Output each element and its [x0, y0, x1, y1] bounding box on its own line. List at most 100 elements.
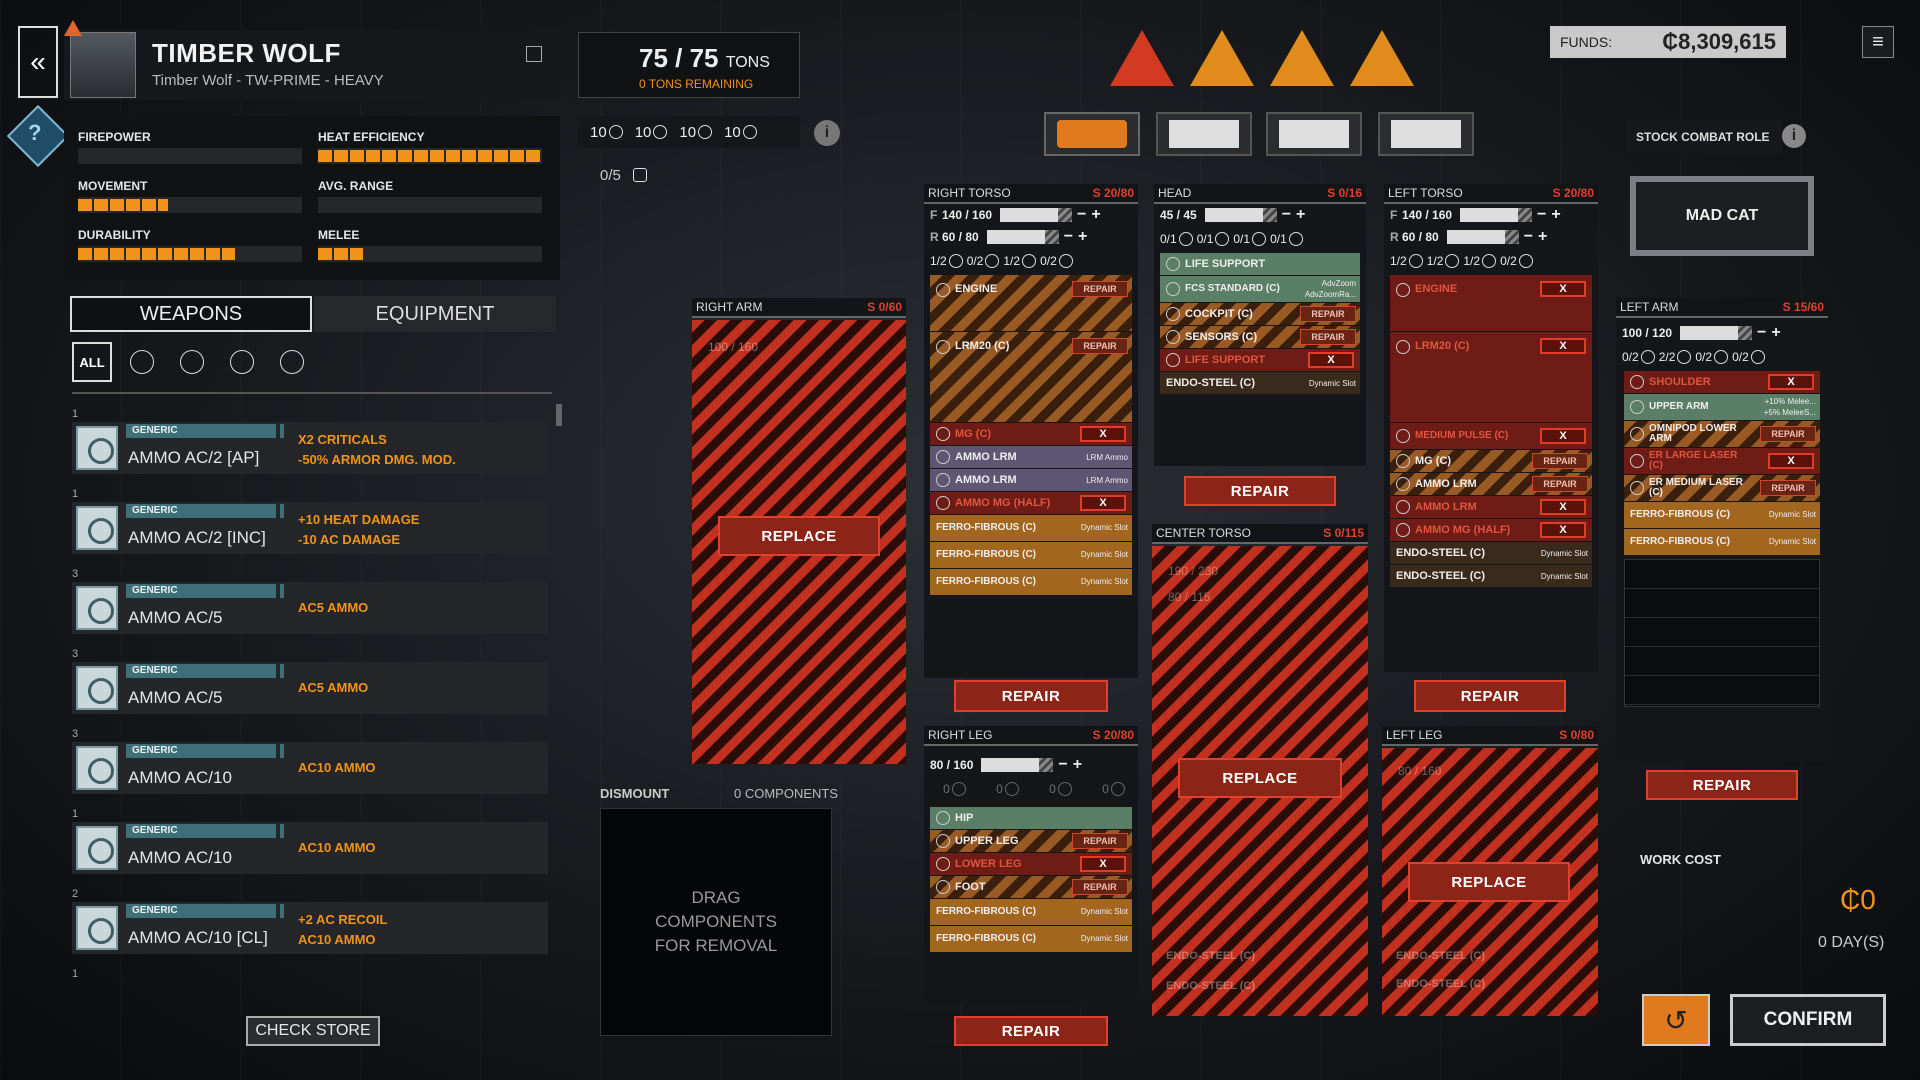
repair-button[interactable]: REPAIR	[1760, 480, 1816, 496]
component-ferro[interactable]: FERRO-FIBROUS (C)Dynamic Slot	[930, 926, 1132, 952]
plus-button[interactable]: +	[1091, 206, 1101, 223]
component-ferro[interactable]: FERRO-FIBROUS (C)Dynamic Slot	[930, 569, 1132, 595]
plus-button[interactable]: +	[1538, 228, 1548, 245]
edit-icon[interactable]	[526, 46, 542, 62]
component-er-medium-laser[interactable]: ER MEDIUM LASER (C)REPAIR	[1624, 475, 1820, 501]
remove-button[interactable]: X	[1540, 499, 1586, 515]
repair-button[interactable]: REPAIR	[1072, 338, 1128, 354]
rear-armor-bar[interactable]	[1446, 230, 1519, 244]
component-endo-steel[interactable]: ENDO-STEEL (C)Dynamic Slot	[1160, 372, 1360, 394]
filter-ballistic-icon[interactable]	[130, 350, 154, 374]
head-armor-bar[interactable]	[1204, 208, 1277, 222]
filter-missile-icon[interactable]	[230, 350, 254, 374]
filter-energy-icon[interactable]	[180, 350, 204, 374]
repair-button[interactable]: REPAIR	[1072, 879, 1128, 895]
filter-all[interactable]: ALL	[72, 342, 112, 382]
arm-armor-bar[interactable]	[1680, 326, 1753, 340]
plus-button[interactable]: +	[1072, 756, 1083, 773]
list-scrollbar[interactable]	[556, 404, 562, 426]
mode-repair-button[interactable]	[1044, 112, 1140, 156]
minus-button[interactable]: −	[1077, 206, 1087, 223]
minus-button[interactable]: −	[1757, 324, 1767, 341]
component-life-support[interactable]: LIFE SUPPORT	[1160, 253, 1360, 275]
plus-button[interactable]: +	[1771, 324, 1781, 341]
component-cockpit[interactable]: COCKPIT (C)REPAIR	[1160, 303, 1360, 325]
component-ferro[interactable]: FERRO-FIBROUS (C)Dynamic Slot	[930, 899, 1132, 925]
plus-button[interactable]: +	[1551, 206, 1561, 223]
repair-button[interactable]: REPAIR	[1300, 329, 1356, 345]
remove-button[interactable]: X	[1080, 426, 1126, 442]
lock-warning-icon[interactable]	[1270, 30, 1334, 86]
repair-button[interactable]: REPAIR	[1072, 833, 1128, 849]
plus-button[interactable]: +	[1296, 206, 1306, 223]
component-endo-steel[interactable]: ENDO-STEEL (C)Dynamic Slot	[1390, 542, 1592, 564]
remove-button[interactable]: X	[1308, 352, 1354, 368]
repair-warning-icon[interactable]	[1110, 30, 1174, 86]
replace-button[interactable]: REPLACE	[718, 516, 880, 556]
repair-right-leg-button[interactable]: REPAIR	[954, 1016, 1108, 1046]
repair-button[interactable]: REPAIR	[1760, 426, 1816, 442]
confirm-button[interactable]: CONFIRM	[1730, 994, 1886, 1046]
minus-button[interactable]: −	[1281, 206, 1292, 223]
component-endo-steel[interactable]: ENDO-STEEL (C)Dynamic Slot	[1390, 565, 1592, 587]
component-er-large-laser[interactable]: ER LARGE LASER (C)X	[1624, 448, 1820, 474]
component-sensors[interactable]: SENSORS (C)REPAIR	[1160, 326, 1360, 348]
repair-right-torso-button[interactable]: REPAIR	[954, 680, 1108, 712]
repair-button[interactable]: REPAIR	[1532, 453, 1588, 469]
mode-armor-button[interactable]	[1378, 112, 1474, 156]
check-store-button[interactable]: CHECK STORE	[246, 1016, 380, 1046]
tab-equipment[interactable]: EQUIPMENT	[314, 296, 556, 332]
replace-button[interactable]: REPLACE	[1408, 862, 1570, 902]
stock-role-info-icon[interactable]: i	[1782, 124, 1806, 148]
remove-button[interactable]: X	[1540, 338, 1586, 354]
minus-button[interactable]: −	[1058, 756, 1068, 773]
component-lrm20[interactable]: LRM20 (C)X	[1390, 332, 1592, 422]
remove-button[interactable]: X	[1768, 374, 1814, 390]
component-ferro[interactable]: FERRO-FIBROUS (C)Dynamic Slot	[930, 515, 1132, 541]
plus-button[interactable]: +	[1078, 228, 1088, 245]
component-ferro[interactable]: FERRO-FIBROUS (C)Dynamic Slot	[1624, 529, 1820, 555]
info-icon[interactable]: i	[814, 120, 840, 146]
back-button[interactable]: «	[18, 26, 58, 98]
component-ferro[interactable]: FERRO-FIBROUS (C)Dynamic Slot	[930, 542, 1132, 568]
repair-button[interactable]: REPAIR	[1532, 476, 1588, 492]
part-warning-icon[interactable]	[1350, 30, 1414, 86]
component-hip[interactable]: HIP	[930, 807, 1132, 829]
remove-button[interactable]: X	[1540, 281, 1586, 297]
repair-button[interactable]: REPAIR	[1300, 306, 1356, 322]
minus-button[interactable]: −	[1063, 228, 1074, 245]
filter-support-icon[interactable]	[280, 350, 304, 374]
repair-button[interactable]: REPAIR	[1072, 281, 1128, 297]
component-ammo-mg[interactable]: AMMO MG (HALF)X	[1390, 519, 1592, 541]
front-armor-bar[interactable]	[1000, 208, 1073, 222]
component-upper-arm[interactable]: UPPER ARM+10% Melee...+5% MeleeS...	[1624, 394, 1820, 420]
remove-button[interactable]: X	[1768, 453, 1814, 469]
mode-unarmor-button[interactable]	[1266, 112, 1362, 156]
tab-weapons[interactable]: WEAPONS	[70, 296, 312, 332]
leg-armor-bar[interactable]	[981, 758, 1054, 772]
remove-button[interactable]: X	[1080, 495, 1126, 511]
remove-button[interactable]: X	[1080, 856, 1126, 872]
component-mg[interactable]: MG (C)REPAIR	[1390, 450, 1592, 472]
repair-left-arm-button[interactable]: REPAIR	[1646, 770, 1798, 800]
repair-all-icon[interactable]	[1190, 30, 1254, 86]
rear-armor-bar[interactable]	[986, 230, 1059, 244]
